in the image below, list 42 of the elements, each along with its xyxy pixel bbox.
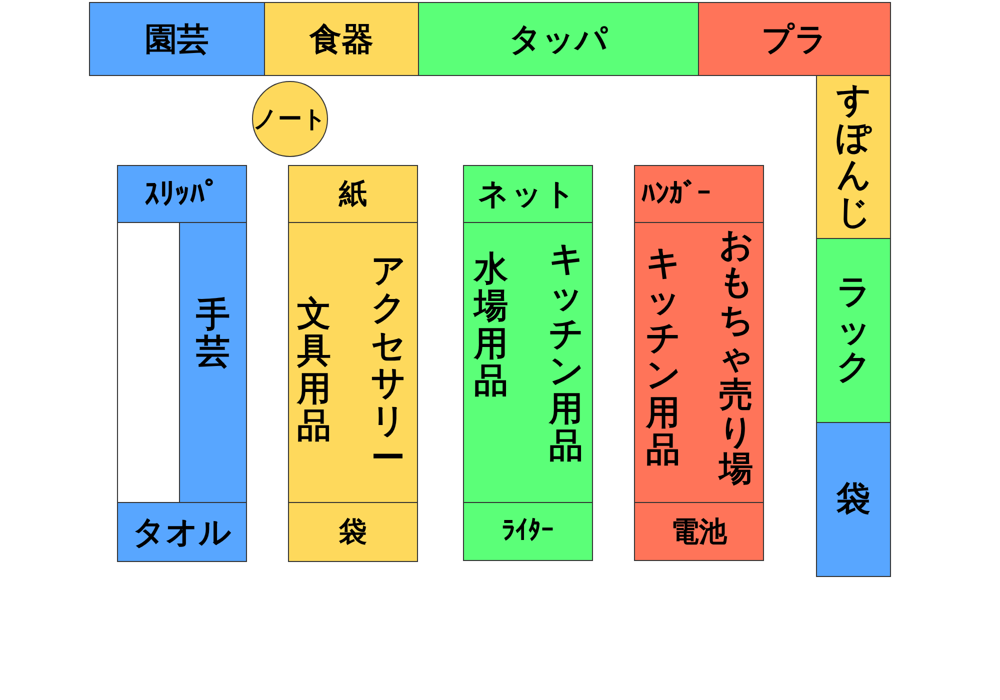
section-label: タッパ [509,19,608,60]
section-label: おもちゃ売り場 [719,227,753,489]
shelf-end-section [117,502,247,562]
section-label: 袋 [836,480,870,518]
section-label: すぽんじ [836,82,870,232]
section-label: 紙 [339,176,367,212]
shelf-end-section [463,165,593,223]
aisle-section [418,2,699,76]
aisle-section [698,2,891,76]
wall-shelf-section [816,75,891,239]
section-label: 園芸 [145,19,209,60]
section-label: キッチン用品 [549,241,583,466]
shelf-end-section [634,502,764,561]
shelf-section [634,222,764,503]
wall-shelf-section [816,238,891,423]
shelf-section [288,222,418,503]
shelf-end-section [634,165,764,223]
section-label: 袋 [339,514,367,550]
section-label: アクセサリー [371,253,405,478]
section-label: 手芸 [196,297,230,372]
wall-shelf-section [816,422,891,577]
shelf-end-section [117,165,247,223]
section-label: ﾊﾝｶﾞｰ [641,176,711,212]
section-label: ネット [478,176,578,214]
section-label: プラ [762,19,828,60]
section-label: ラック [836,274,870,387]
section-label: タオル [132,512,232,553]
section-label: キッチン用品 [646,245,680,470]
shelf-end-section [288,502,418,562]
section-label: ノート [253,104,327,135]
section-label: 食器 [310,19,374,60]
section-label: 電池 [671,514,727,550]
shelf-section [179,222,247,503]
section-label: 文具用品 [297,296,331,446]
shelf-end-section [288,165,418,223]
section-label: 水場用品 [474,251,508,401]
section-label: ｽﾘｯﾊﾟ [144,176,220,214]
shelf-end-section [463,502,593,561]
aisle-section [264,2,419,76]
shelf-section [463,222,593,503]
aisle-section [89,2,265,76]
section-label: ﾗｲﾀｰ [502,515,554,548]
